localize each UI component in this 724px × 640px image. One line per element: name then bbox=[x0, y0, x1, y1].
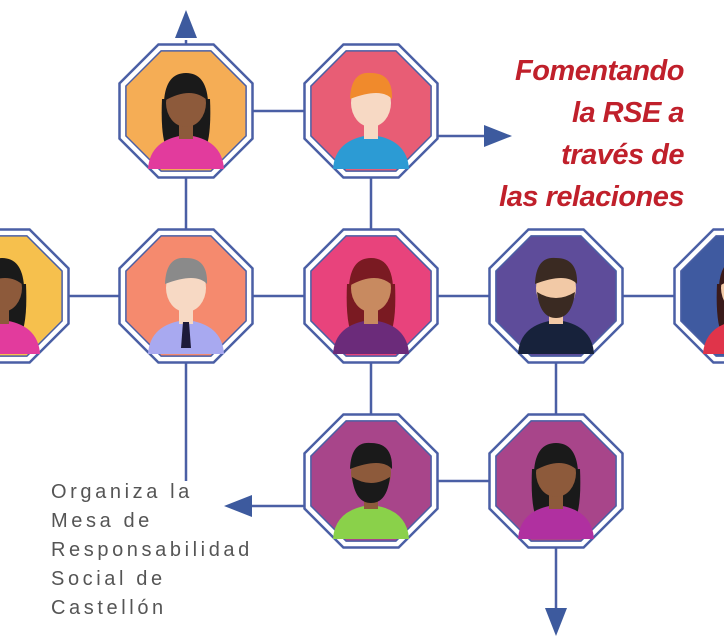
caption-line-4: Social de bbox=[51, 568, 166, 590]
caption-line-3: Responsabilidad bbox=[51, 539, 253, 561]
arrow-right-icon bbox=[484, 125, 512, 147]
avatar-node-woman-ponytail bbox=[118, 43, 254, 179]
man-avatar-icon bbox=[333, 442, 409, 539]
headline: Fomentando la RSE a través de las relaci… bbox=[499, 50, 684, 218]
caption: Organiza la Mesa de Responsabilidad Soci… bbox=[51, 478, 253, 623]
caption-line-2: Mesa de bbox=[51, 510, 153, 532]
avatar-node-man-orange-hair bbox=[303, 43, 439, 179]
man-avatar-icon bbox=[148, 257, 224, 354]
woman-avatar-icon bbox=[703, 267, 724, 354]
caption-line-1: Organiza la bbox=[51, 481, 193, 503]
avatar-node-woman-red-hair bbox=[303, 228, 439, 364]
avatar-node-man-green-shirt bbox=[303, 413, 439, 549]
arrow-up-icon bbox=[175, 10, 197, 38]
arrow-left-icon bbox=[224, 495, 252, 517]
avatar-node-woman-right-edge bbox=[673, 228, 724, 364]
headline-line-4: las relaciones bbox=[499, 181, 684, 213]
avatar-node-woman-curly-hair bbox=[488, 413, 624, 549]
avatar-node-man-gray-hair bbox=[118, 228, 254, 364]
woman-avatar-icon bbox=[148, 73, 224, 169]
avatar-node-man-beard bbox=[488, 228, 624, 364]
arrows bbox=[175, 10, 567, 636]
man-avatar-icon bbox=[333, 72, 409, 169]
woman-avatar-icon bbox=[0, 258, 40, 354]
arrow-down-icon bbox=[545, 608, 567, 636]
man-avatar-icon bbox=[518, 257, 594, 354]
headline-line-1: Fomentando bbox=[515, 55, 684, 87]
avatar-nodes bbox=[0, 43, 724, 549]
woman-avatar-icon bbox=[333, 258, 409, 354]
woman-avatar-icon bbox=[518, 443, 594, 539]
octagon-fill bbox=[680, 235, 724, 357]
headline-line-2: la RSE a bbox=[571, 97, 685, 129]
caption-line-5: Castellón bbox=[51, 597, 167, 619]
avatar-node-woman-left-edge bbox=[0, 228, 70, 364]
headline-line-3: través de bbox=[561, 139, 684, 171]
